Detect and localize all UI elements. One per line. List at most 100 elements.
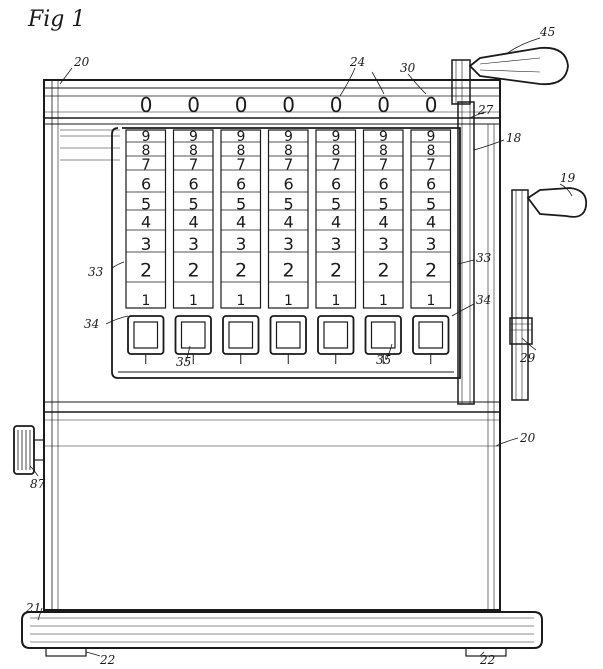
counter-digit: 5 [188, 195, 198, 214]
counter-digit: 5 [141, 195, 151, 214]
ref-35-left: 35 [176, 355, 191, 369]
counter-digit: 8 [142, 143, 151, 159]
counter-digit: 9 [379, 129, 388, 145]
counter-columns: 9876543219876543219876543219876543219876… [125, 129, 452, 364]
left-knob [13, 425, 45, 475]
ref-29: 29 [519, 351, 536, 365]
counter-digit: 2 [188, 260, 200, 282]
ref-21: 21 [25, 601, 41, 615]
counter-digit: 3 [141, 235, 152, 255]
counter-strip [315, 129, 357, 309]
ref-33-right: 33 [476, 251, 492, 265]
counter-digit: 8 [284, 143, 293, 159]
counter-digit: 5 [378, 195, 388, 214]
top-display-digit: 0 [187, 93, 200, 117]
counter-digit: 5 [426, 195, 436, 214]
reference-numerals: 20 24 30 45 27 18 19 33 33 34 34 35 35 2… [25, 25, 576, 667]
lever-handle [451, 46, 569, 105]
counter-digit: 7 [379, 155, 389, 173]
counter-strip [267, 129, 309, 309]
key-face [180, 321, 206, 349]
ref-35-right: 35 [376, 353, 391, 367]
counter-digit: 3 [331, 235, 342, 255]
counter-digit: 9 [284, 129, 293, 145]
key-face [370, 321, 396, 349]
top-display-digit: 0 [425, 93, 438, 117]
counter-digit: 1 [284, 293, 293, 309]
counter-digit: 6 [331, 175, 341, 194]
ref-20-top: 20 [73, 55, 90, 69]
counter-digit: 2 [140, 260, 152, 282]
counter-digit: 4 [378, 213, 388, 232]
ref-24: 24 [349, 55, 365, 69]
ref-87: 87 [30, 477, 46, 491]
counter-digit: 3 [283, 235, 294, 255]
top-display-digit: 0 [235, 93, 248, 117]
counter-digit: 8 [332, 143, 341, 159]
housing [43, 79, 501, 611]
ref-34-right: 34 [476, 293, 491, 307]
ref-34-left: 34 [84, 317, 99, 331]
counter-digit: 1 [237, 293, 246, 309]
counter-column: 987 654 3 2 1 [362, 129, 404, 364]
counter-digit: 9 [427, 129, 436, 145]
counter-digit: 1 [379, 293, 388, 309]
counter-digit: 3 [378, 235, 389, 255]
counter-digit: 6 [378, 175, 388, 194]
ref-27: 27 [477, 103, 494, 117]
top-display-digit: 0 [140, 93, 153, 117]
ref-18: 18 [506, 131, 522, 145]
key-face [133, 321, 159, 349]
counter-digit: 2 [378, 260, 390, 282]
counter-frame [111, 127, 461, 379]
counter-digit: 7 [236, 155, 246, 173]
top-display-digit: 0 [377, 93, 390, 117]
ref-19: 19 [560, 171, 576, 185]
counter-digit: 6 [426, 175, 436, 194]
counter-digit: 6 [283, 175, 293, 194]
counter-digit: 9 [142, 129, 151, 145]
counter-digit: 3 [236, 235, 247, 255]
top-display-digit: 0 [282, 93, 295, 117]
counter-digit: 9 [189, 129, 198, 145]
key-face [418, 321, 444, 349]
counter-digit: 2 [330, 260, 342, 282]
key-face [228, 321, 254, 349]
counter-digit: 5 [331, 195, 341, 214]
counter-digit: 3 [188, 235, 199, 255]
figure-title: Fig 1 [27, 7, 85, 32]
counter-digit: 4 [331, 213, 341, 232]
counter-digit: 4 [236, 213, 246, 232]
counter-strip [220, 129, 262, 309]
counter-digit: 5 [283, 195, 293, 214]
counter-digit: 6 [141, 175, 151, 194]
ref-33-left: 33 [88, 265, 104, 279]
ref-22-left: 22 [99, 653, 115, 667]
counter-strip [125, 129, 167, 309]
counter-digit: 7 [331, 155, 341, 173]
counter-digit: 6 [188, 175, 198, 194]
counter-digit: 8 [379, 143, 388, 159]
counter-digit: 7 [141, 155, 151, 173]
key-face [323, 321, 349, 349]
counter-strip [410, 129, 452, 309]
counter-digit: 2 [235, 260, 247, 282]
counter-digit: 1 [332, 293, 341, 309]
counter-digit: 8 [189, 143, 198, 159]
counter-digit: 8 [427, 143, 436, 159]
key-face [275, 321, 301, 349]
counter-digit: 1 [142, 293, 151, 309]
counter-digit: 2 [283, 260, 295, 282]
vertical-bar [457, 101, 475, 405]
counter-digit: 7 [189, 155, 199, 173]
ref-22-right: 22 [479, 653, 495, 667]
counter-strip [172, 129, 214, 309]
counter-digit: 1 [189, 293, 198, 309]
